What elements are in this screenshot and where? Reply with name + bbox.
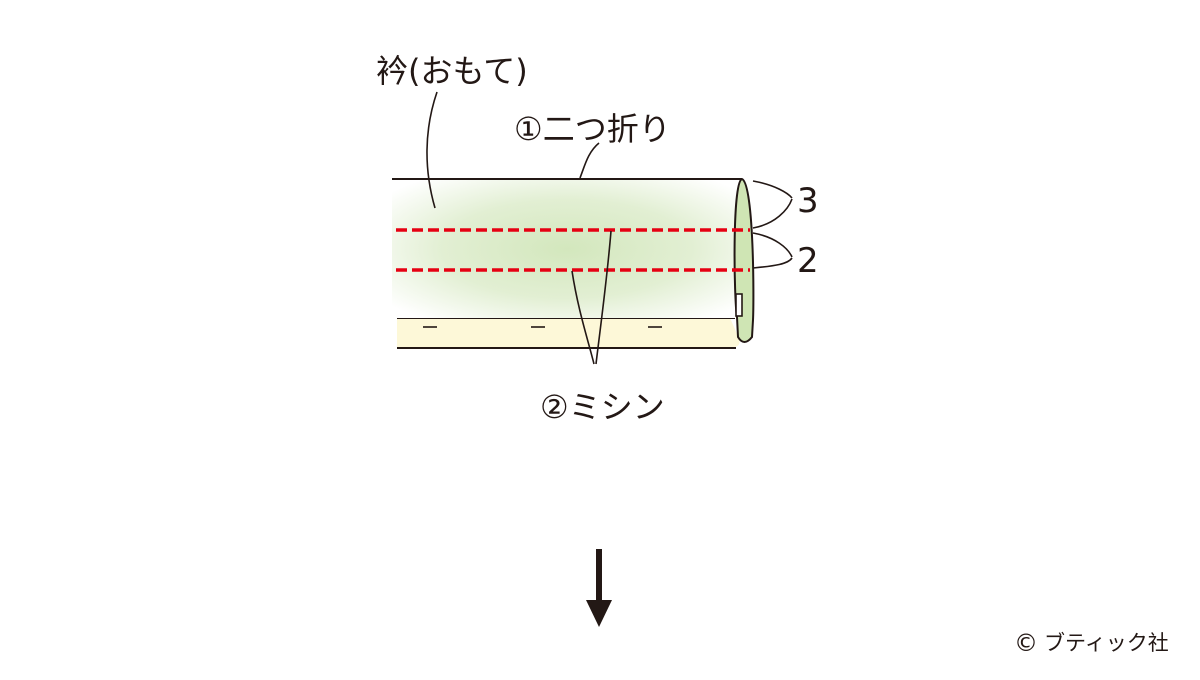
down-arrow-icon — [586, 549, 612, 627]
collar-fold-edge — [733, 177, 755, 343]
label-step2-sew: ②ミシン — [540, 388, 665, 426]
measure-bottom: 2 — [797, 241, 819, 281]
publisher-credit: ブティック社 — [1044, 631, 1169, 655]
leader-lines — [426, 91, 793, 365]
stitch-lines — [396, 228, 750, 272]
copyright-symbol: © — [1014, 629, 1038, 657]
label-step1-fold: ①二つ折り — [514, 110, 671, 148]
collar-body — [392, 178, 742, 318]
label-collar: 衿(おもて) — [376, 52, 528, 90]
measure-top: 3 — [797, 181, 819, 221]
under-fabric — [397, 317, 740, 349]
